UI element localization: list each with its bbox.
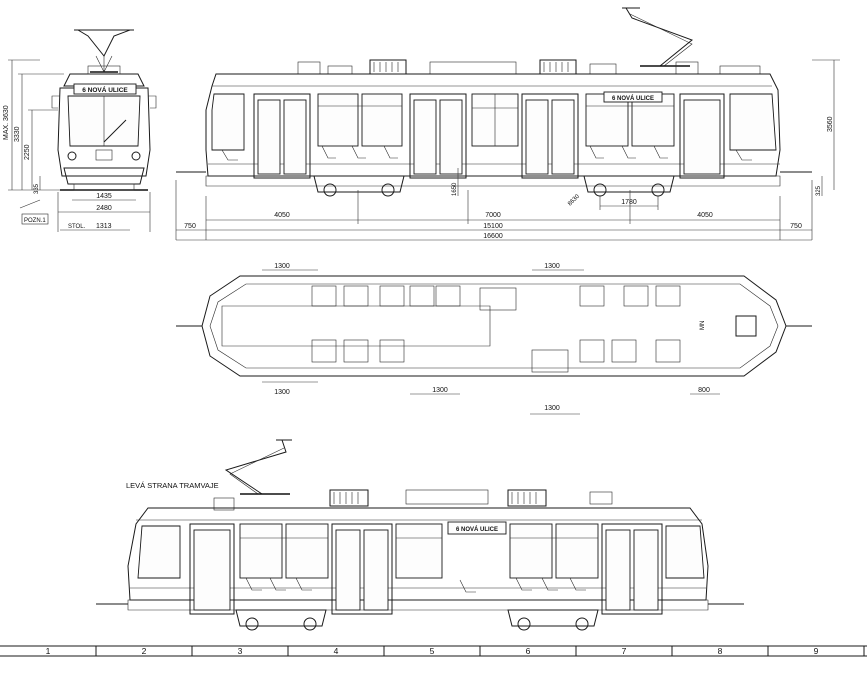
dim-16600: 16600 bbox=[483, 233, 503, 240]
plan-view: 1300 1300 1300 1300 1300 800 MN bbox=[176, 263, 812, 415]
dim-3330: 3330 bbox=[14, 126, 21, 142]
side-view: 6 NOVÁ ULICE 4050 7000 4050 750 750 1510… bbox=[175, 7, 840, 241]
plan-seats bbox=[311, 285, 757, 373]
dim-8630: 8630 bbox=[567, 193, 581, 207]
plan-dim-800: 800 bbox=[698, 387, 710, 394]
dim-3560: 3560 bbox=[827, 116, 834, 132]
side-destination-sign: 6 NOVÁ ULICE bbox=[612, 95, 654, 102]
dim-1313: 1313 bbox=[96, 223, 112, 230]
dim-1435: 1435 bbox=[96, 193, 112, 200]
dim-7000: 7000 bbox=[485, 212, 501, 219]
scale-label: 3 bbox=[238, 646, 243, 656]
left-pantograph bbox=[224, 439, 292, 495]
plan-dim-1300-bottom-b: 1300 bbox=[432, 387, 448, 394]
plan-dim-1300-top-a: 1300 bbox=[274, 263, 290, 270]
dim-4050-a: 4050 bbox=[274, 212, 290, 219]
dim-335: 335 bbox=[34, 183, 40, 194]
label-stol: STOL. bbox=[68, 224, 86, 230]
scale-label: 6 bbox=[526, 646, 531, 656]
left-destination-sign: 6 NOVÁ ULICE bbox=[456, 526, 498, 533]
label-pozn1: POZN.1 bbox=[24, 218, 46, 224]
side-windows bbox=[317, 93, 675, 147]
scale-label: 1 bbox=[46, 646, 51, 656]
dim-2480: 2480 bbox=[96, 205, 112, 212]
side-dimensions: 4050 7000 4050 750 750 15100 16600 1780 … bbox=[175, 59, 840, 241]
side-pantograph bbox=[622, 7, 693, 67]
dim-1780: 1780 bbox=[621, 199, 637, 206]
scale-label: 7 bbox=[622, 646, 627, 656]
dim-750-a: 750 bbox=[184, 223, 196, 230]
dim-750-b: 750 bbox=[790, 223, 802, 230]
scale-label: 5 bbox=[430, 646, 435, 656]
dim-2250: 2250 bbox=[24, 144, 31, 160]
dim-1650: 1650 bbox=[452, 182, 458, 196]
side-doors bbox=[253, 93, 725, 179]
dim-15100: 15100 bbox=[483, 223, 503, 230]
plan-label-mn: MN bbox=[700, 321, 706, 330]
plan-dim-1300-top-b: 1300 bbox=[544, 263, 560, 270]
front-dimensions: MAX. 3630 3330 2250 335 1435 2480 STOL. … bbox=[3, 59, 151, 232]
front-view: 6 NOVÁ ULICE MAX. 3630 3330 2250 335 143… bbox=[3, 29, 157, 232]
dim-4050-b: 4050 bbox=[697, 212, 713, 219]
scale-bar: 1 2 3 4 5 6 7 8 9 bbox=[0, 645, 867, 657]
front-destination-sign: 6 NOVÁ ULICE bbox=[82, 85, 128, 94]
dim-325: 325 bbox=[816, 185, 822, 196]
scale-label: 9 bbox=[814, 646, 819, 656]
plan-dim-1300-bottom-a: 1300 bbox=[274, 389, 290, 396]
plan-dim-1300-bottom-c: 1300 bbox=[544, 405, 560, 412]
left-view-title: LEVÁ STRANA TRAMVAJE bbox=[126, 481, 219, 490]
left-side-view: LEVÁ STRANA TRAMVAJE bbox=[96, 439, 744, 631]
scale-label: 4 bbox=[334, 646, 339, 656]
scale-label: 2 bbox=[142, 646, 147, 656]
front-pantograph bbox=[74, 29, 134, 73]
dim-max-height: MAX. 3630 bbox=[3, 105, 10, 140]
scale-label: 8 bbox=[718, 646, 723, 656]
